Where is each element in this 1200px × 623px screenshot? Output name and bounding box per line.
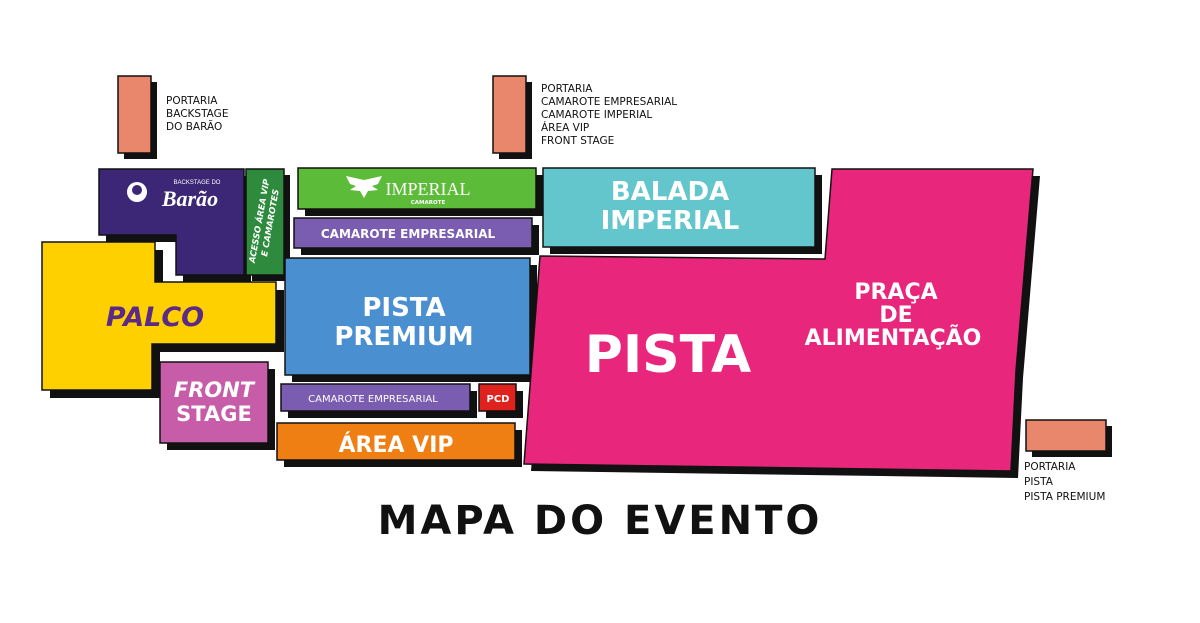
portaria-backstage-shape [117, 75, 152, 154]
front-stage-line-2: STAGE [176, 402, 252, 426]
zone-area-vip[interactable]: ÁREA VIP [276, 422, 522, 467]
zone-camarote-imperial[interactable]: IMPERIAL CAMAROTE [297, 167, 543, 216]
zone-camarote-empresarial-bottom[interactable]: CAMAROTE EMPRESARIAL [280, 383, 477, 418]
zone-pcd[interactable]: PCD [478, 383, 523, 418]
portaria-backstage[interactable]: PORTARIA BACKSTAGE DO BARÃO [117, 75, 228, 159]
backstage-small-label: BACKSTAGE DO [174, 180, 221, 186]
portaria-camarotes-line-1: PORTARIA [541, 83, 593, 95]
camarote-bottom-label: CAMAROTE EMPRESARIAL [308, 394, 438, 405]
portaria-backstage-line-3: DO BARÃO [166, 120, 222, 133]
pista-label: PISTA [585, 325, 752, 385]
pcd-shape [478, 383, 517, 412]
zone-acesso[interactable]: ACESSO ÁREA VIP E CAMAROTES [245, 168, 290, 281]
palco-label: PALCO [106, 302, 204, 333]
portaria-pista-shape [1025, 419, 1107, 452]
camarote-top-label: CAMAROTE EMPRESARIAL [321, 227, 496, 241]
pcd-label: PCD [487, 394, 510, 405]
area-vip-label: ÁREA VIP [338, 432, 453, 458]
zone-pista[interactable]: PISTA PRAÇA DE ALIMENTAÇÃO [523, 168, 1040, 478]
portaria-backstage-line-1: PORTARIA [166, 95, 218, 107]
area-vip-shape [276, 422, 516, 461]
portaria-camarotes-line-5: FRONT STAGE [541, 135, 614, 147]
imperial-sub: CAMAROTE [411, 200, 446, 206]
pista-premium-line-2: PREMIUM [334, 322, 473, 352]
portaria-camarotes[interactable]: PORTARIA CAMAROTE EMPRESARIAL CAMAROTE I… [492, 75, 677, 159]
front-stage-shape [159, 361, 269, 444]
praca-line-3: ALIMENTAÇÃO [805, 325, 982, 351]
palco-shape [41, 241, 277, 391]
portaria-camarotes-line-2: CAMAROTE EMPRESARIAL [541, 96, 677, 108]
balada-imperial-line-2: IMPERIAL [601, 206, 740, 236]
praca-line-1: PRAÇA [854, 280, 937, 305]
eagle-icon [346, 176, 382, 198]
zone-camarote-empresarial-top[interactable]: CAMAROTE EMPRESARIAL [293, 217, 539, 255]
pista-shape [523, 168, 1034, 472]
backstage-script-label: Barão [161, 186, 218, 211]
zone-palco[interactable]: PALCO [41, 241, 284, 398]
imperial-shape [297, 167, 537, 210]
pista-premium-line-1: PISTA [362, 293, 445, 323]
camarote-bottom-shape [280, 383, 471, 412]
portaria-pista-line-2: PISTA [1024, 476, 1054, 488]
portaria-camarotes-line-4: ÁREA VIP [541, 121, 589, 134]
portaria-pista-line-3: PISTA PREMIUM [1024, 491, 1105, 503]
acesso-shape [245, 168, 285, 276]
portaria-pista-line-1: PORTARIA [1024, 461, 1076, 473]
zone-backstage-barao[interactable]: BACKSTAGE DO Barão [98, 168, 251, 282]
front-stage-line-1: FRONT [174, 378, 256, 402]
portaria-camarotes-line-3: CAMAROTE IMPERIAL [541, 109, 652, 121]
praca-line-2: DE [879, 303, 912, 328]
portaria-camarotes-shape [492, 75, 527, 154]
portaria-pista[interactable]: PORTARIA PISTA PISTA PREMIUM [1024, 419, 1112, 503]
imperial-name: IMPERIAL [386, 179, 471, 199]
zone-balada-imperial[interactable]: BALADA IMPERIAL [542, 167, 822, 254]
camarote-top-shape [293, 217, 533, 249]
pista-premium-shape [284, 257, 531, 376]
portaria-backstage-line-2: BACKSTAGE [166, 108, 228, 120]
balada-imperial-shape [542, 167, 816, 248]
zone-pista-premium[interactable]: PISTA PREMIUM [284, 257, 537, 382]
balada-imperial-line-1: BALADA [611, 177, 729, 207]
map-title: MAPA DO EVENTO [377, 498, 823, 544]
zone-front-stage[interactable]: FRONT STAGE [159, 361, 275, 450]
